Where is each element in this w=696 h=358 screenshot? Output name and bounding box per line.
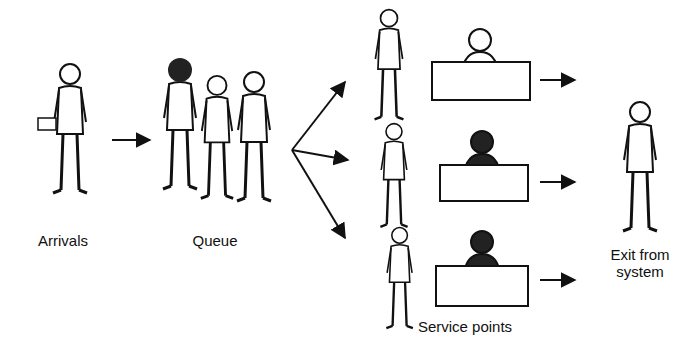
service-desk [432,62,530,100]
queue-person [201,76,233,199]
customer-person [386,228,413,329]
customer-person [380,124,407,227]
exiting-person [623,102,657,231]
arriving-person [53,64,87,193]
service-desk [436,266,528,306]
flow-arrow [292,150,348,160]
exit-label: Exit from system [600,246,680,280]
flow-arrow [292,150,345,238]
flow-arrow [292,82,345,150]
service-points-label: Service points [395,318,535,335]
queue-person [237,72,271,201]
flow-arrow [540,79,575,81]
customer-person [375,10,404,120]
flow-arrow [112,139,150,141]
service-desk [440,165,528,201]
queue-person-hair [168,58,192,82]
flow-arrow [540,279,575,281]
arrivals-label: Arrivals [18,232,108,249]
queue-label: Queue [170,232,260,249]
flow-arrow [540,181,575,183]
briefcase [38,118,56,130]
